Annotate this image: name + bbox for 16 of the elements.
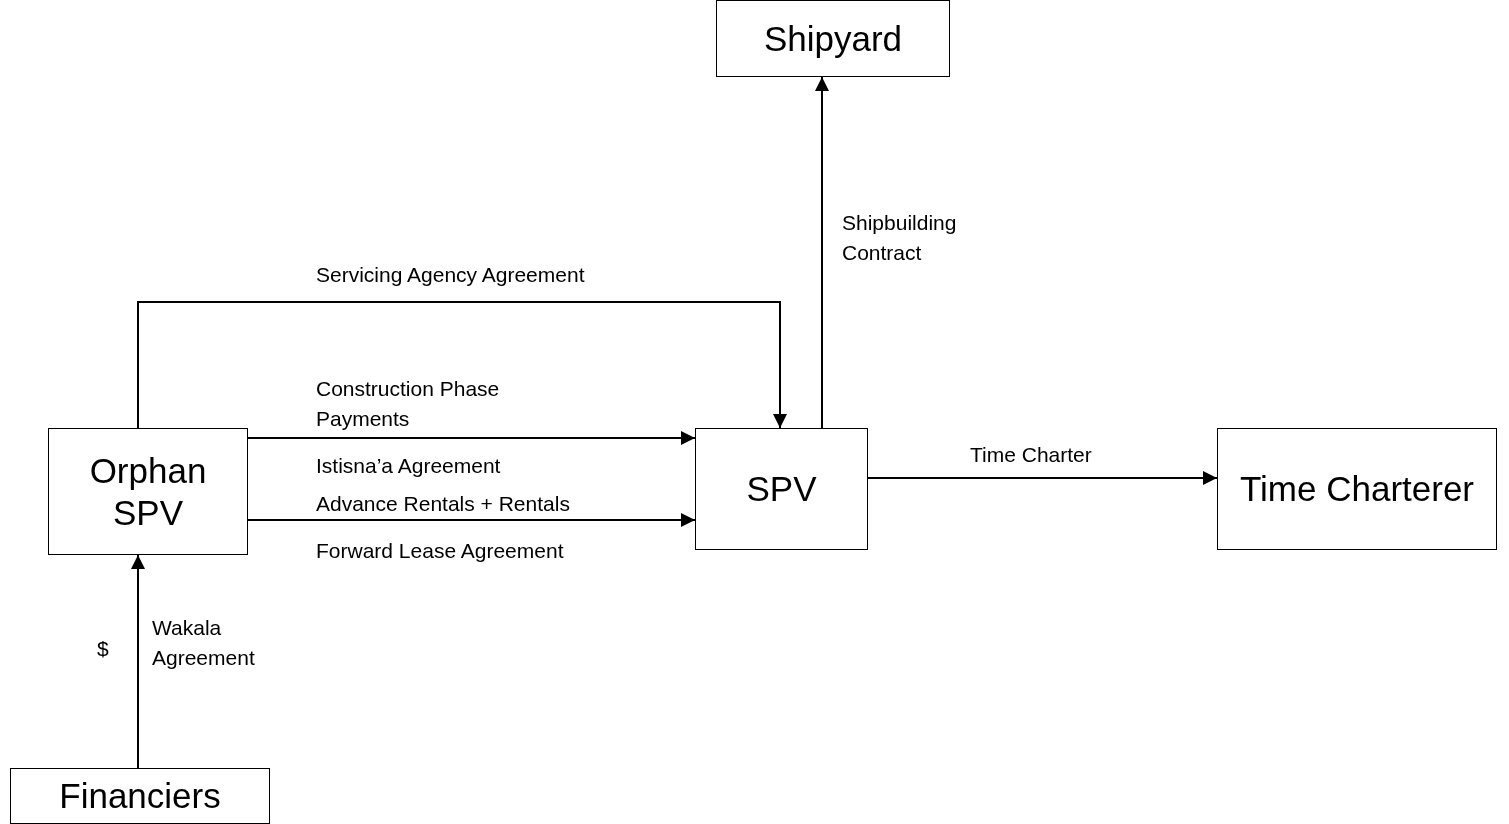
arrow [815,76,829,429]
arrow [867,471,1218,485]
node-label: SPV [746,468,817,510]
node-label: Time Charterer [1240,468,1474,510]
arrow [247,513,696,527]
entity-box [716,0,950,77]
node-label: Orphan SPV [88,449,208,534]
entity-box [10,768,270,824]
arrow [247,431,696,445]
arrow [131,554,145,769]
node-label: Financiers [59,775,221,817]
arrow [137,301,787,429]
entity-box [1217,428,1497,550]
entity-box [695,428,868,550]
entity-box [48,428,248,555]
node-label: Shipyard [763,17,903,60]
